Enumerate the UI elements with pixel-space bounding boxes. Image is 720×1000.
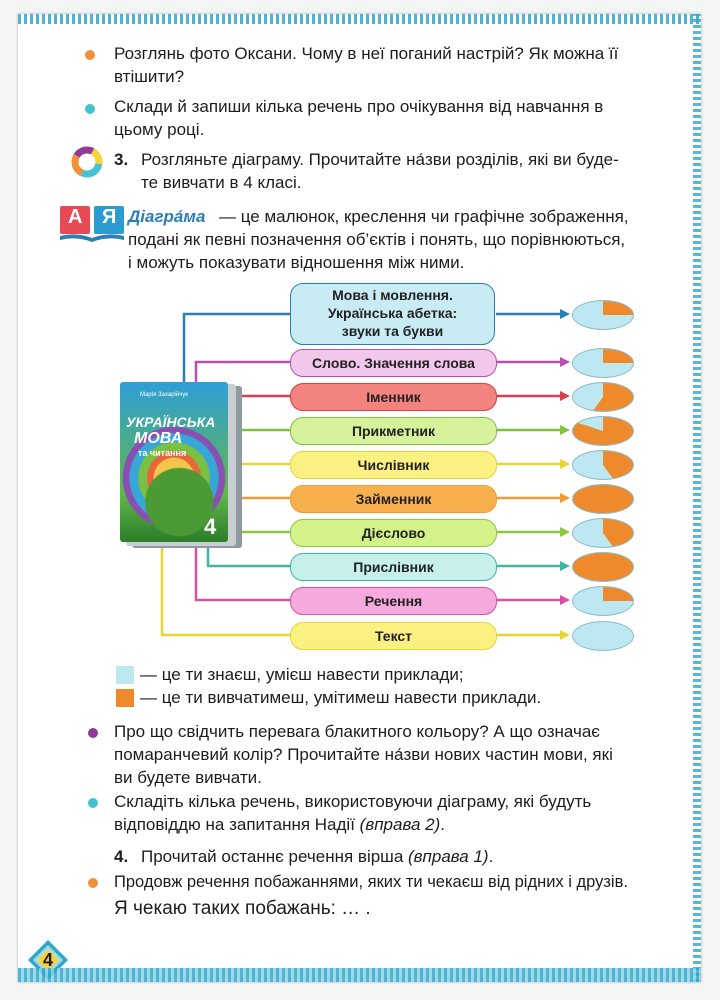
book-title-2: МОВА [134,430,183,447]
definition-line-3: і можуть показувати відношення між ними. [128,253,465,272]
bullet-orange [85,50,95,60]
section-box-7: Дієслово [290,519,497,547]
connector-line-10 [160,548,290,637]
legend-learn-text: — це ти вивчатимеш, умітимеш навести при… [140,688,542,707]
section-box-9: Речення [290,587,497,615]
legend-known-text: — це ти знаєш, умієш навести приклади; [140,665,464,684]
section-label: Прикметник [351,423,436,439]
ornament-right [693,14,701,982]
ornament-bottom [18,968,701,982]
paragraph-1-line-1: Розглянь фото Оксани. Чому в неї поганий… [114,44,619,63]
question-2-line-1: Складіть кілька речень, використовуючи д… [114,792,592,811]
task-4-text: Прочитай останнє речення вірша (вправа 1… [141,847,494,866]
section-box-2: Слово. Значення слова [290,349,497,377]
section-pie-10 [572,621,634,651]
ornament-top [18,14,701,24]
diagram-connectors [160,309,570,640]
final-example: Я чекаю таких побажань: … . [114,898,371,919]
textbook-cover: Марія Захарійчук УКРАЇНСЬКА МОВА та чита… [120,382,242,548]
arrow-head-7 [560,527,570,537]
paragraph-2-line-1: Склади й запиши кілька речень про очікув… [114,97,604,116]
icon-letter-ya: Я [102,206,117,228]
arrow-head-6 [560,493,570,503]
book-title-1: УКРАЇНСЬКА [126,414,216,430]
section-box-10: Текст [290,622,497,650]
book-alphabet-icon [60,206,124,242]
task-3-line-2: те вивчати в 4 класі. [141,173,302,192]
arrow-head-5 [560,459,570,469]
textbook-page: Розглянь фото Оксани. Чому в неї поганий… [18,14,701,982]
section-label: Слово. Значення слова [312,355,475,371]
arrow-head-1 [560,309,570,319]
section-label: Іменник [366,389,421,405]
section-box-6: Займенник [290,485,497,513]
bullet-purple [88,728,98,738]
section-pie-8 [572,552,634,582]
question-2-line-2: відповіддю на запитання Надії (вправа 2)… [114,815,445,834]
icon-letter-a: А [68,206,83,228]
connector-line-8 [206,548,290,568]
bullet-teal [85,104,95,114]
page-number: 4 [42,950,53,970]
definition-term: Діагра́ма [128,207,206,226]
final-text: Продовж речення побажаннями, яких ти чек… [114,873,628,891]
definition-line-2: подані як певні позначення об’єктів і по… [128,230,626,249]
section-pie-9 [572,586,634,616]
paragraph-1-line-2: втішити? [114,67,185,86]
section-box-5: Числівник [290,451,497,479]
section-pie-6 [572,484,634,514]
legend-learn-swatch [116,689,134,707]
section-box-8: Прислівник [290,553,497,581]
section-pie-3 [572,382,634,412]
section-pie-2 [572,348,634,378]
question-1-line-2: помаранчевий колір? Прочитайте на́зви но… [114,745,613,764]
book-title-3: та читання [138,448,187,458]
arrow-head-2 [560,357,570,367]
section-label: Мова і мовлення. [332,287,453,303]
arrow-head-4 [560,425,570,435]
question-1-line-3: ви будете вивчати. [114,768,262,787]
connector-line-1 [182,312,290,382]
section-pie-1 [572,300,634,330]
connector-line-2 [194,360,290,382]
section-label: Дієслово [361,525,426,541]
section-label: Займенник [355,491,432,507]
arrow-head-9 [560,595,570,605]
arrow-head-10 [560,630,570,640]
paragraph-2-line-2: цьому році. [114,120,205,139]
bullet-teal-2 [88,798,98,808]
book-grade: 4 [204,514,217,539]
task-4-number: 4. [114,847,129,866]
arrow-head-8 [560,561,570,571]
arrow-head-3 [560,391,570,401]
connector-line-9 [194,548,290,602]
task-3-number: 3. [114,150,129,169]
section-pie-7 [572,518,634,548]
section-label: Речення [364,593,423,609]
section-label: Текст [374,628,413,644]
section-box-3: Іменник [290,383,497,411]
section-label: Українська абетка: [327,305,458,321]
bullet-orange-2 [88,878,98,888]
section-label: Прислівник [353,559,434,575]
section-label: Числівник [357,457,430,473]
legend-known-swatch [116,666,134,684]
section-box-1: Мова і мовлення. Українська абетка: звуки … [290,283,495,345]
task-ring-icon [71,146,103,178]
section-label: звуки та букви [341,323,444,339]
section-pie-5 [572,450,634,480]
definition-line-1: — це малюнок, креслення чи графічне зобр… [219,207,629,226]
book-author: Марія Захарійчук [140,392,188,398]
section-box-4: Прикметник [290,417,497,445]
task-3-line-1: Розгляньте діаграму. Прочитайте на́зви р… [141,150,619,169]
question-1-line-1: Про що свідчить перевага блакитного коль… [114,722,600,741]
section-pie-4 [572,416,634,446]
